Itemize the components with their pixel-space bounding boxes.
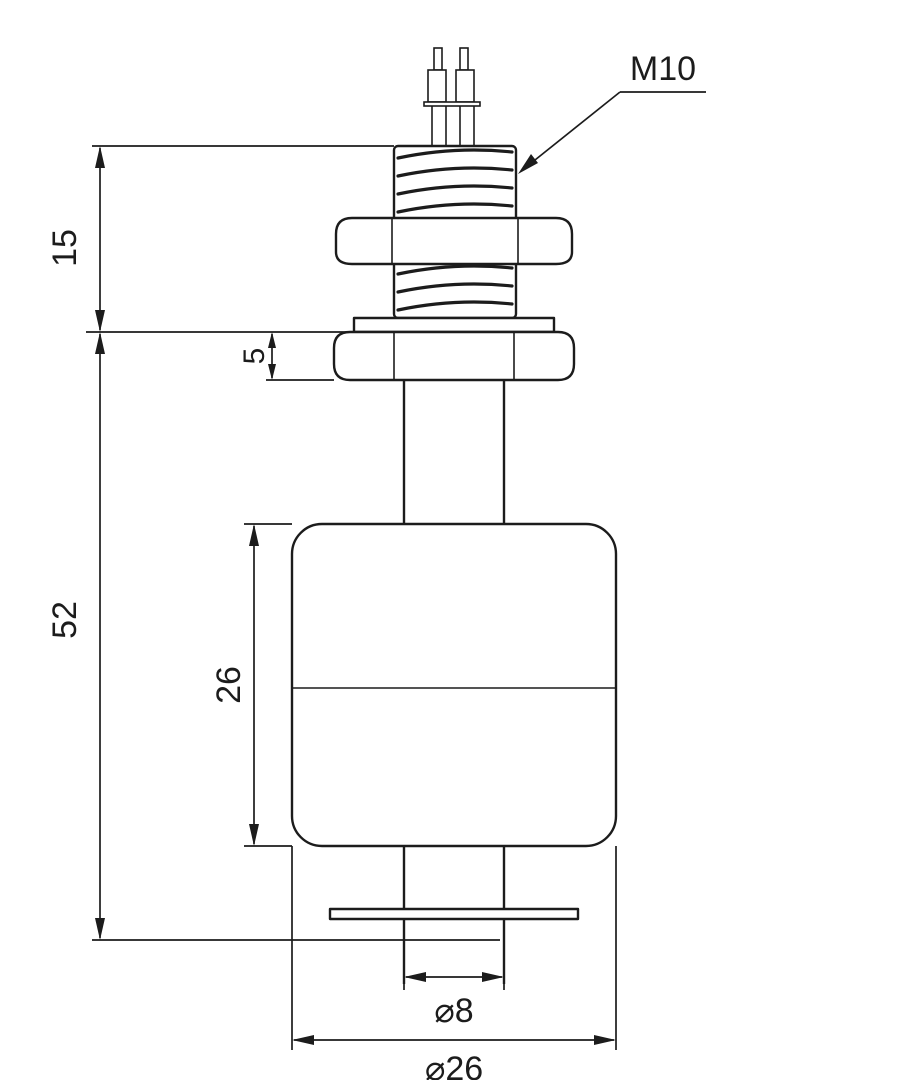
dimension-26-height-label: 26 [210,666,248,704]
dimension-52-label: 52 [46,601,84,639]
float-body [290,522,618,848]
dimension-diameter-26-label: ⌀26 [425,1050,483,1080]
lower-hex-nut [332,330,576,382]
dimension-15-label: 15 [46,229,84,267]
thread-callout: M10 [518,50,706,174]
extension-lines [86,145,617,1050]
stop-collar [328,907,580,921]
dimension-diameter-8-label: ⌀8 [434,992,473,1030]
upper-hex-nut [334,216,574,266]
dimension-15: 15 [46,146,105,332]
dimension-5-label: 5 [238,348,271,365]
dimension-diameter-8: ⌀8 [404,972,504,1030]
dimension-5: 5 [238,332,276,380]
lead-wires [423,47,481,146]
washer [352,316,556,334]
dimension-26-height: 26 [210,524,259,846]
dimension-diameter-26: ⌀26 [292,1035,616,1080]
thread-callout-label: M10 [630,50,696,88]
dimension-52: 52 [46,332,105,940]
